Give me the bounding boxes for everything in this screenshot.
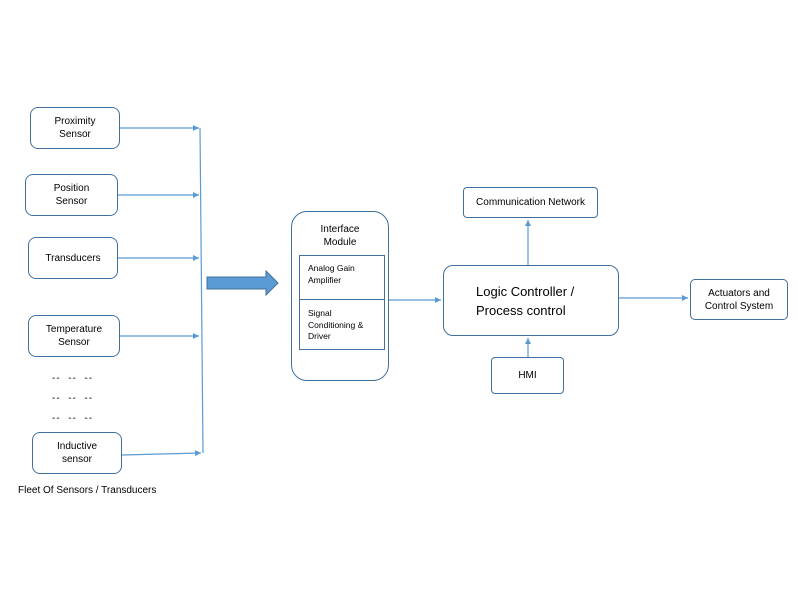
- temperature-sensor-box: Temperature Sensor: [28, 315, 120, 357]
- actuators-label: Actuators and Control System: [704, 287, 774, 312]
- logic-controller-box: Logic Controller / Process control: [443, 265, 619, 336]
- analog-gain-amplifier-stage: Analog Gain Amplifier: [300, 256, 384, 300]
- transducers-label: Transducers: [45, 252, 101, 264]
- position-sensor-label: Position Sensor: [53, 183, 90, 207]
- logic-controller-label: Logic Controller / Process control: [476, 283, 575, 318]
- ellipsis-row: -- -- --: [52, 413, 94, 424]
- ellipsis-row: -- -- --: [52, 373, 94, 384]
- sensor-bus-line: [199, 127, 204, 454]
- fleet-caption: Fleet Of Sensors / Transducers: [18, 485, 157, 496]
- ellipsis-row: -- -- --: [52, 393, 94, 404]
- proximity-sensor-box: Proximity Sensor: [30, 107, 120, 149]
- communication-network-label: Communication Network: [476, 197, 585, 208]
- signal-conditioning-stage: Signal Conditioning & Driver: [308, 308, 364, 341]
- hmi-label: HMI: [518, 370, 537, 381]
- proximity-sensor-label: Proximity Sensor: [54, 116, 96, 140]
- communication-network-box: Communication Network: [463, 187, 598, 218]
- interface-module-box: Interface Module Analog Gain Amplifier S…: [291, 211, 389, 381]
- transducers-box: Transducers: [28, 237, 118, 279]
- temperature-sensor-label: Temperature Sensor: [45, 324, 103, 348]
- inductive-sensor-box: Inductive sensor: [32, 432, 122, 474]
- block-arrow: [206, 269, 279, 297]
- interface-module-title: Interface Module: [320, 224, 360, 248]
- inductive-to-bus-arrow: [121, 450, 202, 457]
- position-sensor-box: Position Sensor: [25, 174, 118, 216]
- actuators-box: Actuators and Control System: [690, 279, 788, 320]
- inductive-sensor-label: Inductive sensor: [56, 441, 98, 465]
- hmi-box: HMI: [491, 357, 564, 394]
- interface-module-stages: Analog Gain Amplifier Signal Conditionin…: [299, 255, 385, 350]
